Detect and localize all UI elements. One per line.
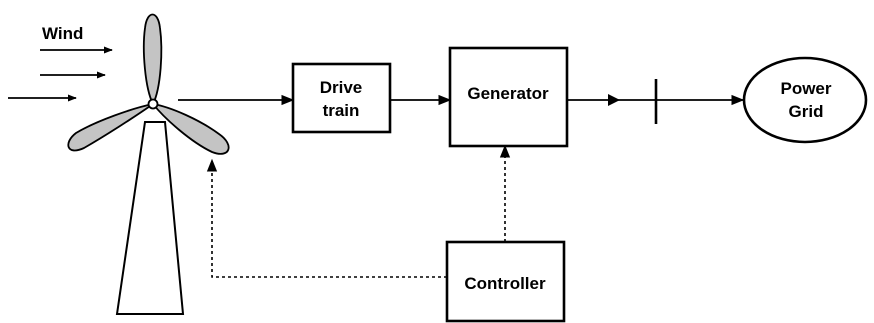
turbine-tower bbox=[115, 121, 185, 315]
wind-label: Wind bbox=[42, 24, 83, 43]
turbine-blade-right bbox=[150, 102, 230, 155]
controller-block bbox=[445, 240, 566, 323]
turbine-blade-top bbox=[142, 13, 163, 107]
generator-label: Generator bbox=[467, 84, 549, 103]
drive-train-label-line2: train bbox=[323, 101, 360, 120]
power-grid-label-line1: Power bbox=[780, 79, 831, 98]
power-grid-label-line2: Grid bbox=[789, 102, 824, 121]
power-grid-node bbox=[742, 56, 868, 144]
wind-arrows bbox=[8, 46, 113, 102]
drive-train-label-line1: Drive bbox=[320, 78, 363, 97]
control-signal-to-turbine bbox=[206, 158, 447, 278]
generator-block bbox=[448, 46, 569, 148]
controller-label: Controller bbox=[464, 274, 546, 293]
arrowhead-generator-out bbox=[608, 94, 620, 106]
turbine-blade-left bbox=[67, 103, 154, 152]
turbine-rotor bbox=[67, 13, 230, 155]
drive-train-block bbox=[291, 62, 392, 134]
turbine-hub bbox=[147, 98, 159, 110]
